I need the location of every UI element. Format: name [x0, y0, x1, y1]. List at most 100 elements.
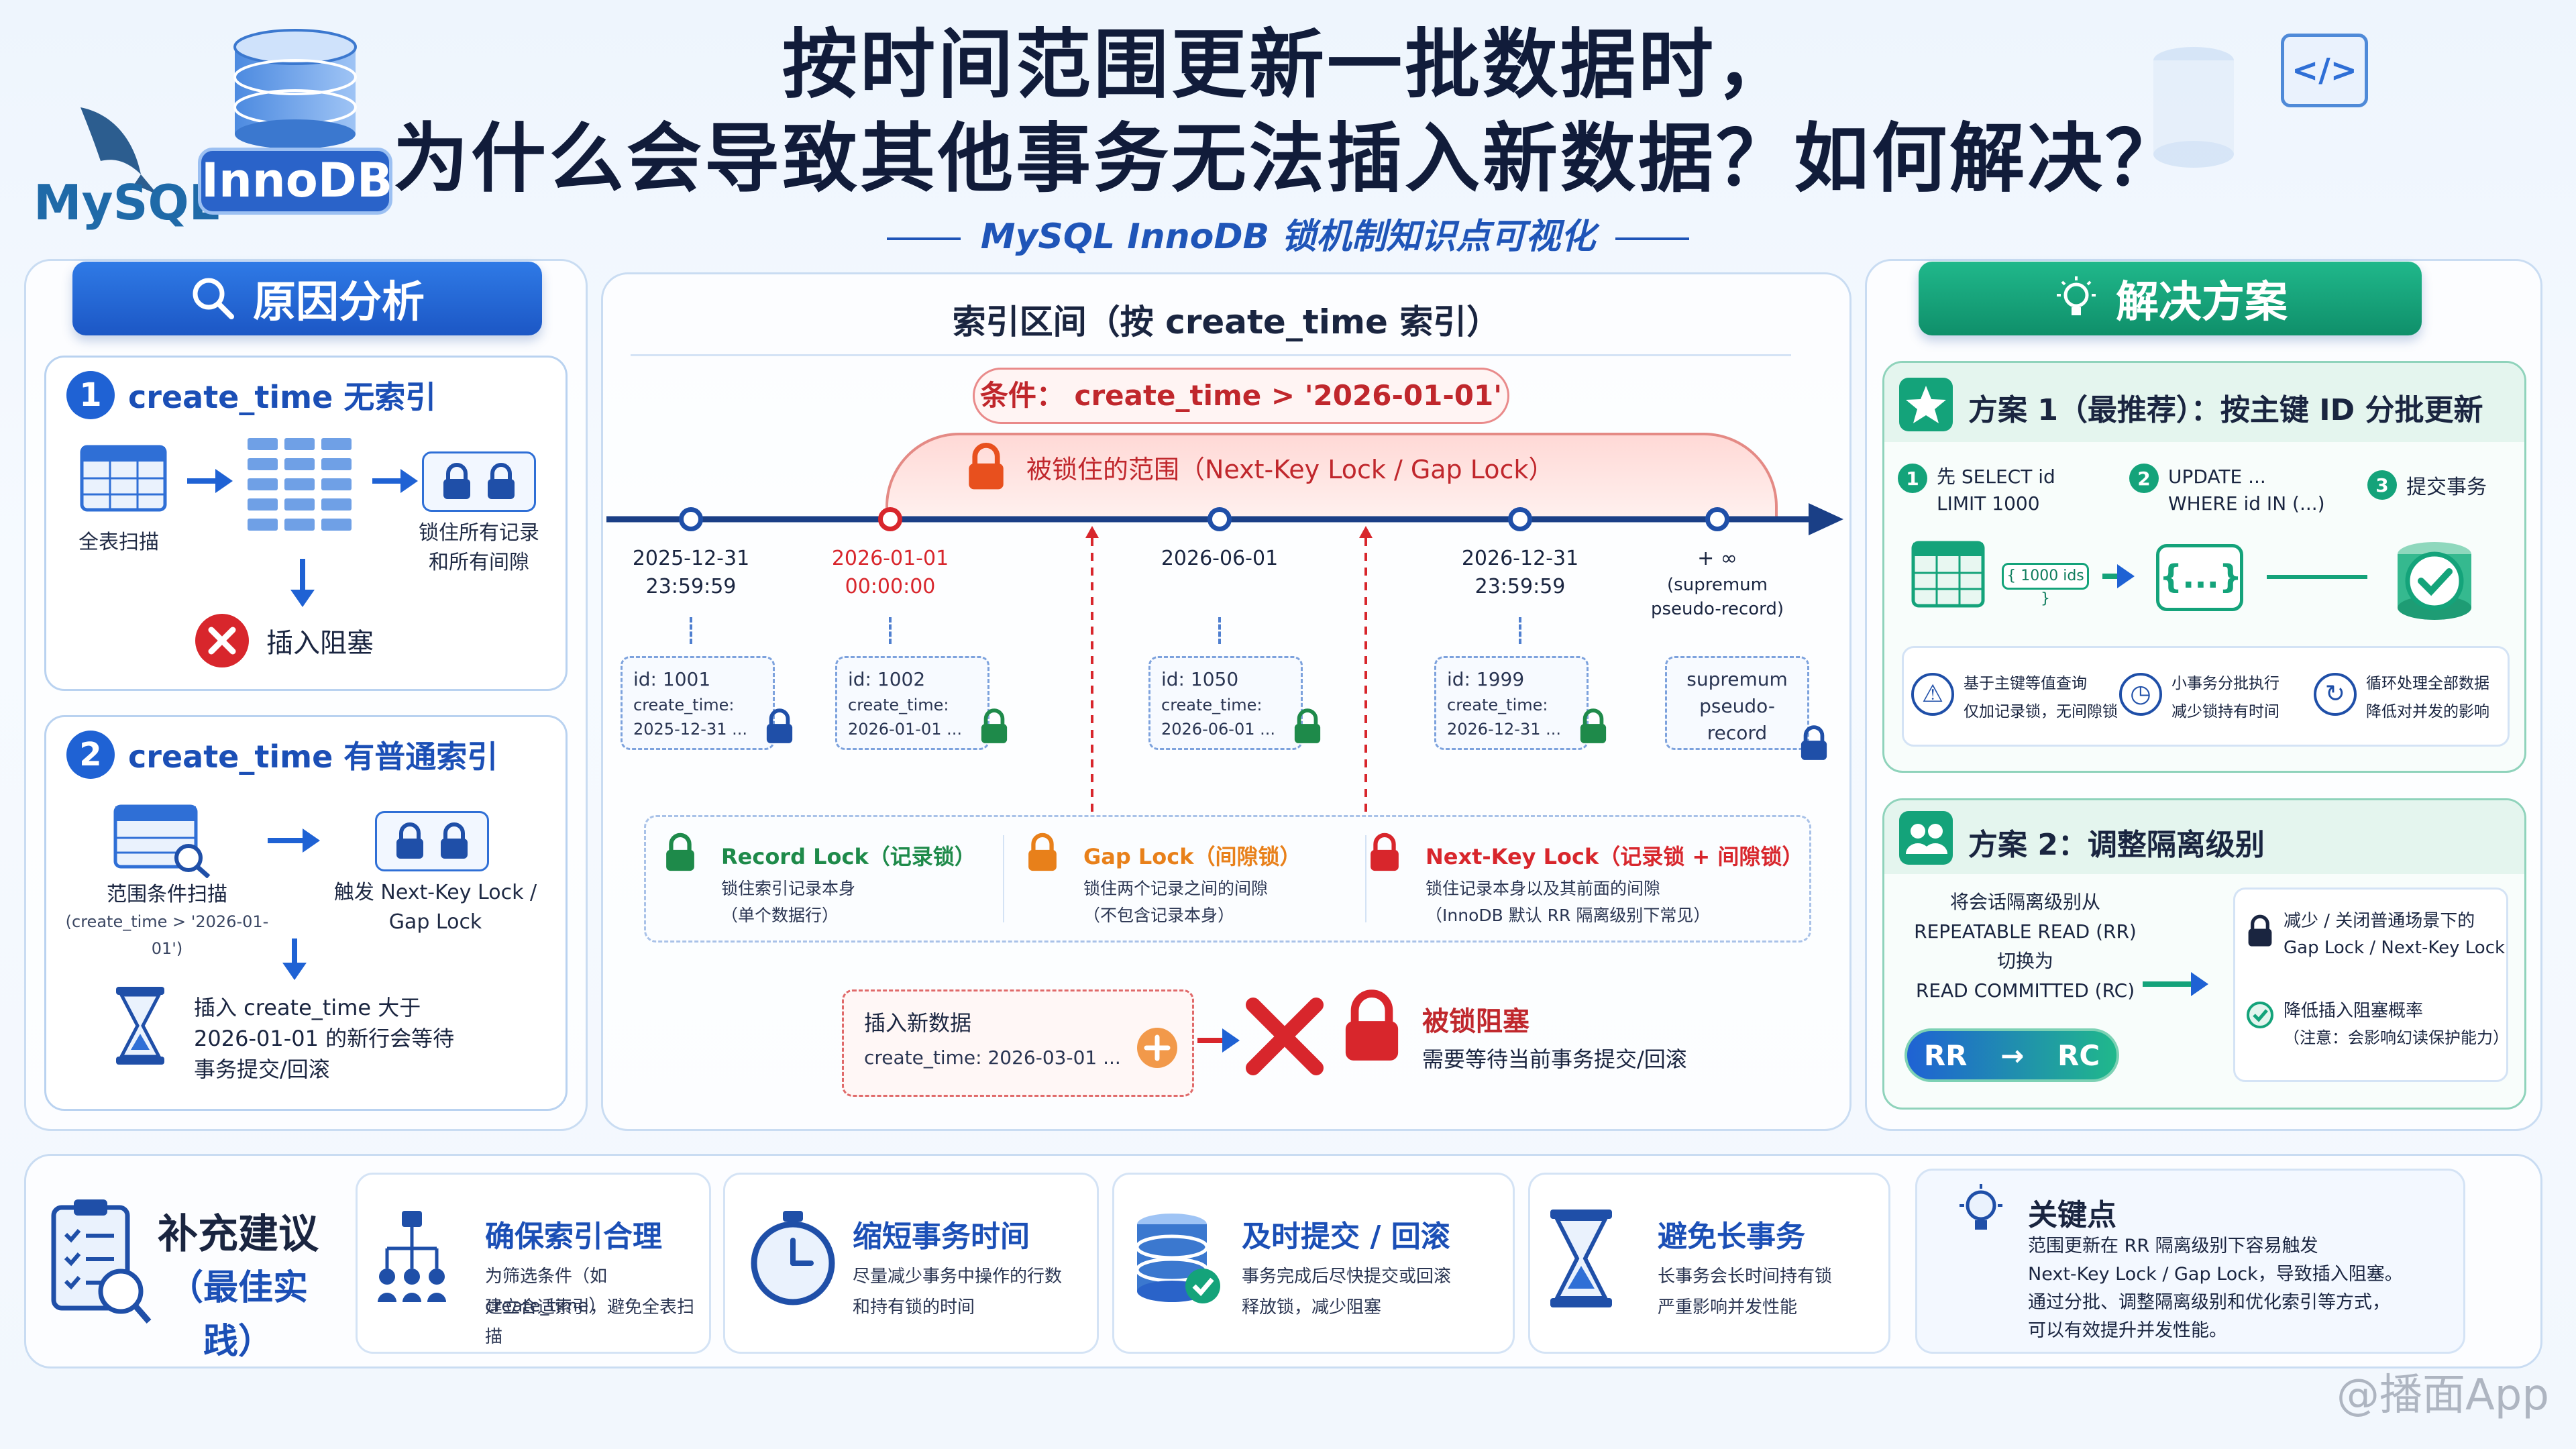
case2-scan-label-2: (create_time > '2026-01-01'): [65, 912, 269, 958]
plan2-b1-2: Gap Lock / Next-Key Lock: [2284, 938, 2506, 958]
insert-card: 插入新数据 create_time: 2026-03-01 ...: [842, 989, 1194, 1097]
plan1-step3-num: 3: [2367, 470, 2397, 500]
tick-label-l3: pseudo-record): [1651, 599, 1784, 619]
tick-label-l2: 23:59:59: [645, 575, 737, 598]
loop-icon: ↻: [2314, 673, 2357, 716]
case2-scan-label-1: 范围条件扫描: [107, 883, 227, 906]
tick-label-l1: 2026-01-01: [831, 547, 949, 570]
rr-label: RR: [1923, 1038, 1968, 1072]
timeline-tick: [1508, 507, 1532, 531]
blocked-x-icon: [195, 614, 249, 667]
record-l3: 2026-06-01 ...: [1161, 720, 1275, 739]
bottom-title-1: 补充建议: [158, 1211, 319, 1258]
tip-title: 缩短事务时间: [853, 1220, 1030, 1254]
switch-arrow-icon: →: [2000, 1038, 2025, 1072]
plan2-l3: 切换为: [1996, 950, 2053, 972]
right-header-label: 解决方案: [2116, 278, 2288, 327]
case2-card: 2 create_time 有普通索引 范围条件扫描 (create_time …: [44, 715, 568, 1111]
legend-title: Gap Lock（间隙锁）: [1083, 844, 1301, 869]
lightbulb-icon: [2057, 276, 2096, 315]
legend-desc-1: 锁住记录本身以及其前面的间隙: [1426, 879, 1661, 898]
plan2-b1-1: 减少 / 关闭普通场景下的: [2284, 911, 2475, 931]
plan2-card: 方案 2：调整隔离级别 将会话隔离级别从 REPEATABLE READ (RR…: [1882, 798, 2526, 1110]
case2-number: 2: [66, 731, 115, 779]
record-lock-icon: [1799, 724, 1829, 765]
org-tree-icon: [375, 1208, 449, 1311]
condition-pill: 条件： create_time > '2026-01-01': [973, 368, 1509, 424]
lightbulb-icon: [1960, 1184, 2002, 1230]
case1-title: create_time 无索引: [128, 379, 437, 415]
decor-server-icon: [2147, 40, 2241, 174]
title-line-1: 按时间范围更新一批数据时，: [782, 21, 1794, 109]
case2-lock-label-2: Gap Lock: [388, 910, 482, 934]
all-rows-icon: [248, 438, 352, 531]
tip-title: 及时提交 / 回滚: [1242, 1220, 1450, 1254]
record-l1: id: 1001: [633, 668, 711, 690]
case1-arrow-2: [372, 469, 418, 493]
record-lock-icon: [979, 708, 1009, 748]
tip-desc-1: 事务完成后尽快提交或回滚: [1242, 1267, 1452, 1287]
dolphin-icon: [80, 107, 158, 195]
lock-icon: [2248, 914, 2272, 947]
key-point-l4: 可以有效提升并发性能。: [2028, 1320, 2227, 1341]
key-point-l1: 范围更新在 RR 隔离级别下容易触发: [2028, 1236, 2318, 1256]
subtitle: MySQL InnoDB 锁机制知识点可视化: [0, 208, 2576, 258]
record-l2: create_time:: [848, 696, 949, 714]
record-l1: id: 1002: [848, 668, 926, 690]
gap-arrows: [1085, 526, 1373, 812]
legend-desc-2: （不包含记录本身）: [1083, 906, 1235, 925]
insert-title: 插入新数据: [864, 1010, 972, 1036]
legend-lock-icon: [664, 832, 696, 876]
plan1-step3-l1: 提交事务: [2406, 476, 2487, 499]
plan1-note-l1: 基于主键等值查询: [1964, 675, 2087, 692]
tick-label-l1: 2026-06-01: [1161, 547, 1279, 570]
tip-desc-2: 释放锁，减少阻塞: [1242, 1297, 1382, 1318]
case1-lock-label-1: 锁住所有记录: [419, 521, 539, 545]
rc-label: RC: [2057, 1038, 2100, 1072]
rr-rc-switch: RR → RC: [1904, 1028, 2119, 1082]
ids-tag: { 1000 ids }: [2002, 563, 2089, 607]
legend-desc-1: 锁住两个记录之间的间隙: [1083, 879, 1269, 898]
tick-label-l2: (supremum: [1667, 575, 1768, 595]
case1-number: 1: [66, 371, 115, 419]
case2-title: create_time 有普通索引: [128, 739, 498, 775]
hourglass-icon: [116, 987, 164, 1065]
record-lock-icon: [1293, 708, 1322, 748]
legend-divider: [1003, 835, 1004, 922]
timeline-tick: [1705, 507, 1729, 531]
record-l3: 2026-01-01 ...: [848, 720, 962, 739]
tick-connector: [889, 617, 892, 644]
mysql-logo-text: MySQL: [34, 174, 220, 231]
plan1-step2-l2: WHERE id IN (...): [2168, 492, 2325, 515]
plan2-b2-1: 降低插入阻塞概率: [2284, 1001, 2424, 1021]
case1-result: 插入阻塞: [266, 628, 374, 659]
tick-label: + ∞ (supremum pseudo-record): [1623, 545, 1811, 621]
center-title: 索引区间（按 create_time 索引）: [952, 303, 1501, 341]
plan2-benefits: [2233, 888, 2508, 1082]
tick-label-l1: + ∞: [1697, 547, 1737, 570]
plan1-arrow-2: [2267, 575, 2367, 579]
lock-icon: [443, 463, 470, 499]
checklist-icon: [51, 1199, 152, 1324]
timeline-tick: [878, 507, 902, 531]
code-window-icon: </>: [2281, 34, 2368, 107]
bottom-title-2: （最佳实践）: [168, 1268, 308, 1362]
tick-label-l1: 2025-12-31: [632, 547, 750, 570]
case1-arrow-1: [187, 469, 233, 493]
tip-title: 确保索引合理: [485, 1220, 662, 1254]
commit-db-check-icon: [2398, 542, 2471, 620]
case2-lock-box: [375, 811, 489, 871]
legend-title: Next-Key Lock（记录锁 + 间隙锁）: [1426, 844, 1804, 869]
lock-icon: [488, 463, 515, 499]
center-title-divider: [631, 354, 1791, 356]
case2-wait-2: 2026-01-01 的新行会等待: [194, 1026, 455, 1051]
plan1-notes: [1902, 646, 2510, 747]
tip-desc-2: 和持有锁的时间: [853, 1297, 975, 1318]
legend-lock-icon: [1368, 832, 1401, 876]
legend-desc-2: （单个数据行）: [721, 906, 839, 925]
